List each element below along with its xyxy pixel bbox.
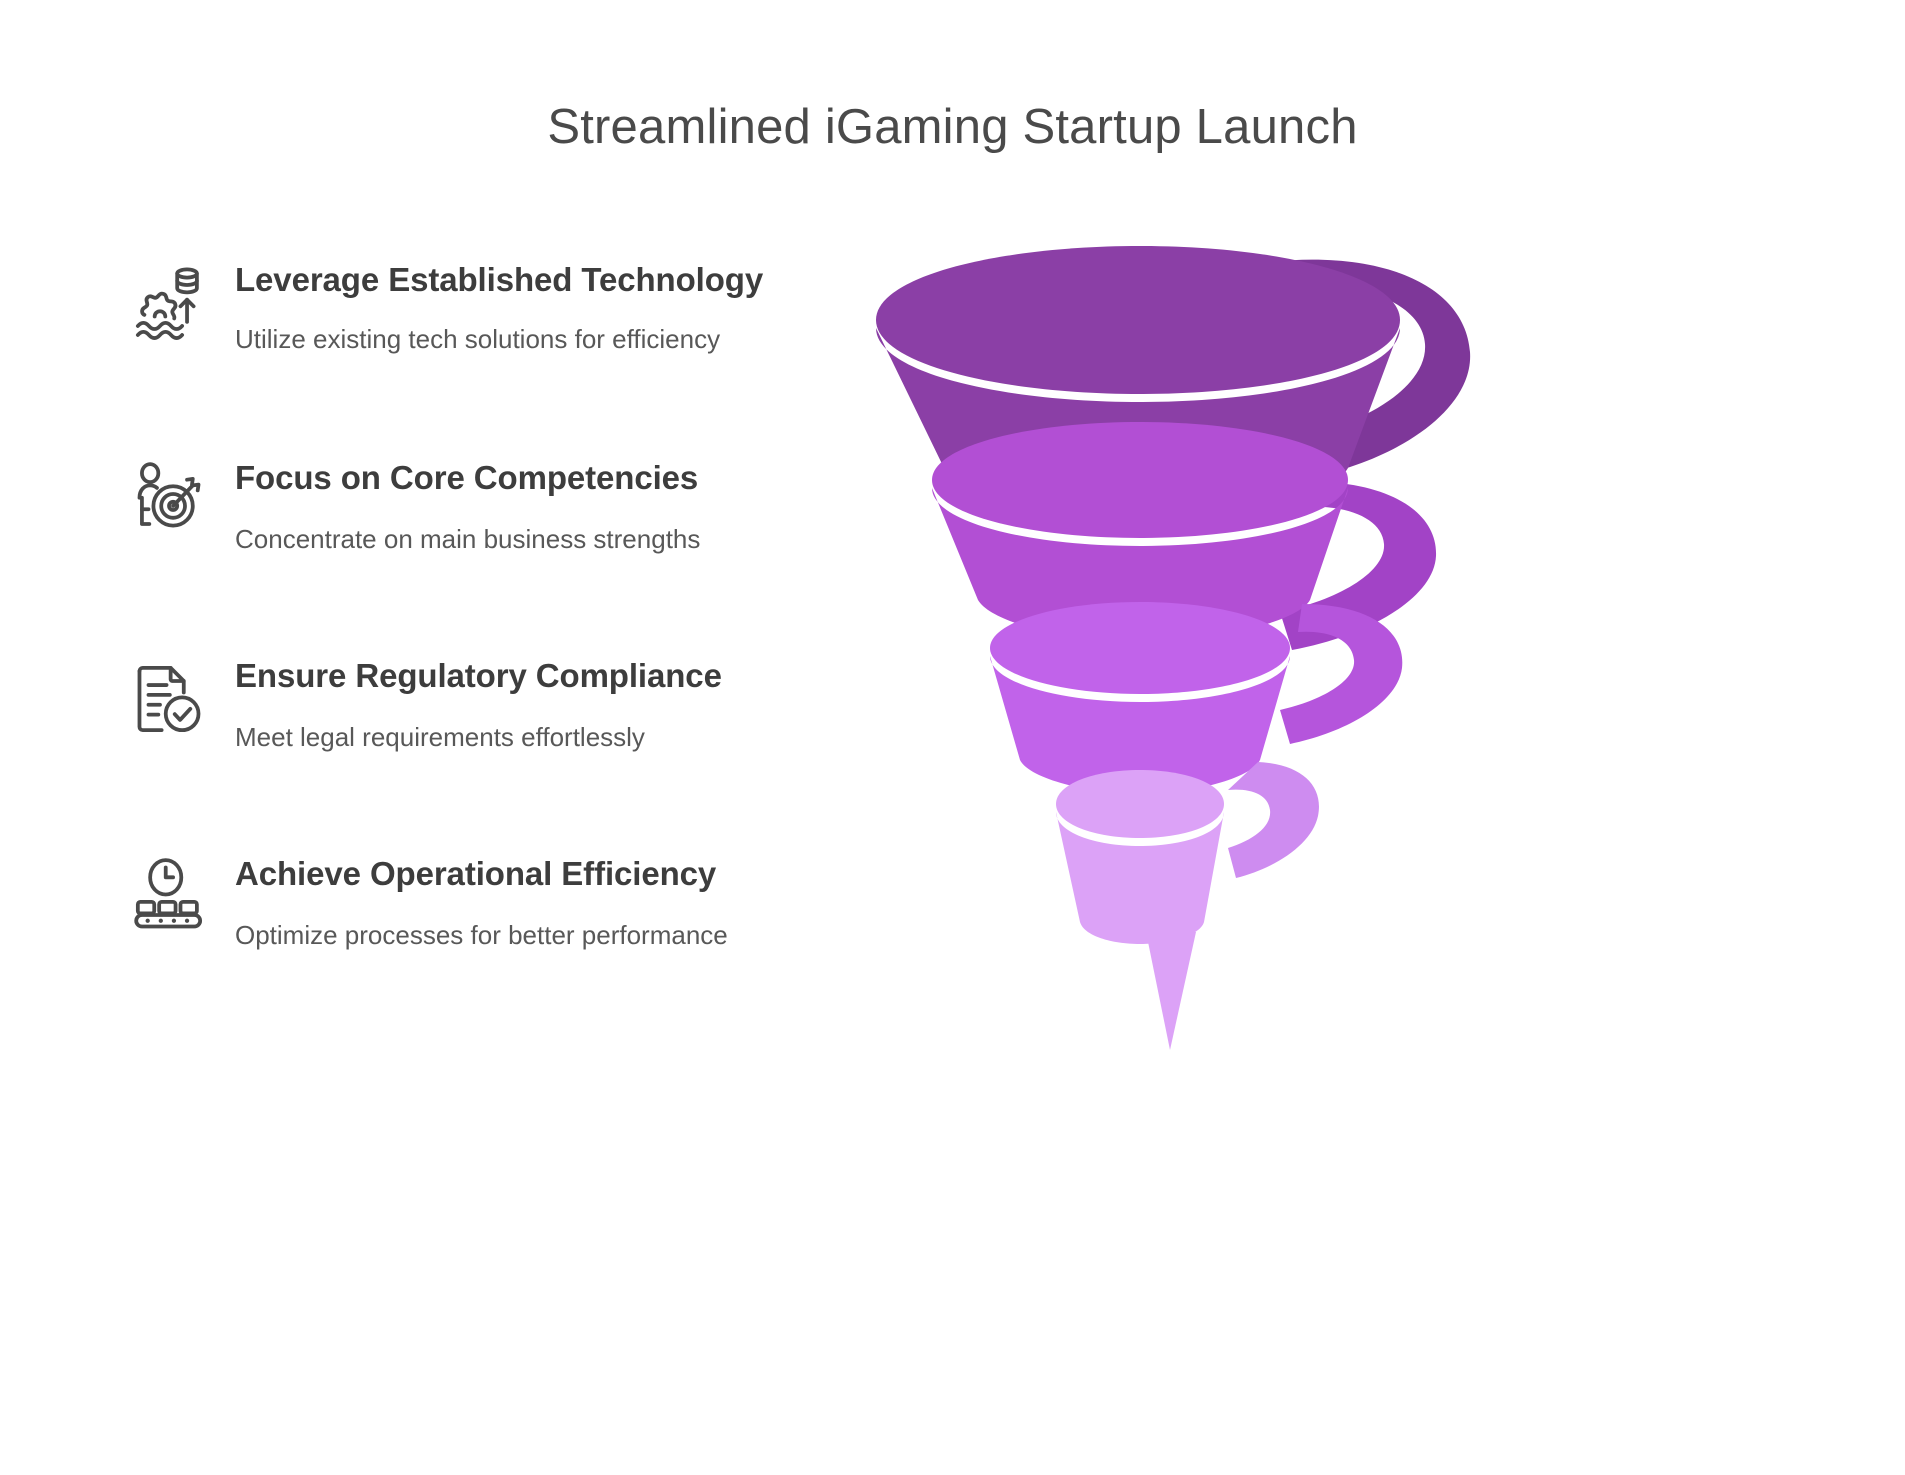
funnel-tier-3-tail xyxy=(1280,604,1403,744)
clock-conveyor-belt-icon xyxy=(128,856,210,938)
funnel-tier-4 xyxy=(1056,762,1319,1050)
list-item: Ensure Regulatory Compliance Meet legal … xyxy=(128,654,888,814)
list-item: Focus on Core Competencies Concentrate o… xyxy=(128,456,888,616)
funnel-tier-4-tail xyxy=(1228,762,1319,878)
spiral-funnel-chart xyxy=(840,232,1520,1072)
funnel-spout xyxy=(1146,932,1196,1050)
funnel-tier-4-wall xyxy=(1056,812,1224,944)
steps-list: Leverage Established Technology Utilize … xyxy=(128,258,888,1012)
list-item-subtitle: Concentrate on main business strengths xyxy=(235,524,701,555)
list-item-subtitle: Meet legal requirements effortlessly xyxy=(235,722,645,753)
funnel-tier-2-ring xyxy=(932,422,1348,538)
funnel-tier-3-ring xyxy=(990,602,1290,694)
funnel-tier-2 xyxy=(932,422,1437,650)
list-item: Achieve Operational Efficiency Optimize … xyxy=(128,852,888,1012)
list-item-title: Achieve Operational Efficiency xyxy=(235,855,717,892)
funnel-tier-3-wall xyxy=(990,656,1290,794)
list-item-subtitle: Optimize processes for better performanc… xyxy=(235,920,728,951)
list-item-body: Ensure Regulatory Compliance Meet legal … xyxy=(235,654,888,755)
coins-gear-waves-growth-icon xyxy=(128,262,210,344)
funnel-tier-1-tail xyxy=(1270,259,1471,478)
list-item-subtitle: Utilize existing tech solutions for effi… xyxy=(235,324,721,355)
list-item-title: Ensure Regulatory Compliance xyxy=(235,657,722,694)
page-title: Streamlined iGaming Startup Launch xyxy=(547,100,1358,154)
funnel-tier-1-ring xyxy=(876,246,1400,394)
funnel-tier-3 xyxy=(990,602,1403,794)
list-item-body: Focus on Core Competencies Concentrate o… xyxy=(235,456,888,557)
list-item-body: Leverage Established Technology Utilize … xyxy=(235,258,888,357)
list-item: Leverage Established Technology Utilize … xyxy=(128,258,888,418)
document-check-icon xyxy=(128,658,210,740)
list-item-title: Leverage Established Technology xyxy=(235,261,764,298)
person-target-dart-icon xyxy=(128,460,210,542)
funnel-tier-4-ring xyxy=(1056,770,1224,838)
funnel-tier-2-wall xyxy=(932,488,1348,642)
list-item-body: Achieve Operational Efficiency Optimize … xyxy=(235,852,888,953)
list-item-title: Focus on Core Competencies xyxy=(235,459,699,496)
